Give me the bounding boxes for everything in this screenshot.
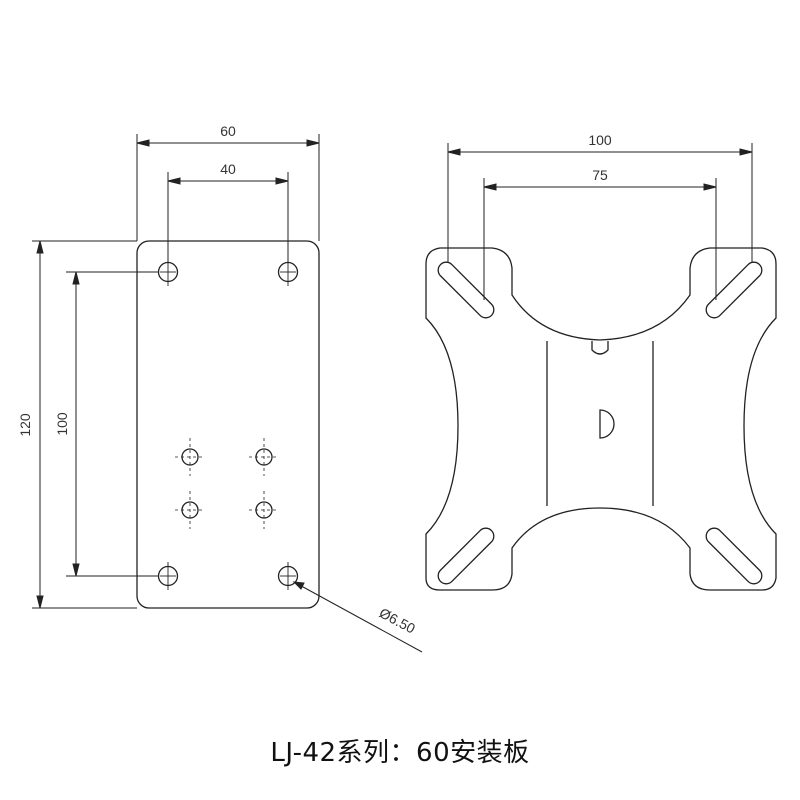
- label-inner-spacing: 75: [592, 167, 608, 183]
- left-plate-corner-holes: [157, 258, 299, 590]
- center-d-hole: [599, 409, 615, 439]
- label-overall-height: 120: [17, 413, 33, 437]
- slot-bottom-right: [705, 527, 763, 585]
- label-overall-width: 60: [220, 123, 236, 139]
- right-plate-outline: [425, 247, 777, 591]
- right-plate-slots: [437, 261, 763, 585]
- right-mounting-plate: [425, 143, 777, 591]
- label-hole-diameter: Ø6.50: [377, 605, 418, 637]
- label-hole-spacing-x: 40: [220, 161, 236, 177]
- label-hole-spacing-y: 100: [54, 412, 70, 436]
- drawing-caption: LJ-42系列：60安装板: [270, 738, 530, 768]
- dim-hole-diameter-leader: [292, 581, 423, 653]
- dim-outer-spacing: [447, 143, 753, 262]
- dim-inner-spacing: [483, 178, 717, 300]
- dim-overall-height: [32, 240, 137, 609]
- left-plate-inner-holes: [175, 438, 279, 529]
- slot-top-right: [705, 261, 763, 319]
- dim-hole-spacing-y: [66, 271, 158, 577]
- slot-top-left: [437, 261, 495, 319]
- left-mounting-plate: [32, 134, 423, 653]
- dim-overall-width: [136, 134, 320, 241]
- label-outer-spacing: 100: [588, 132, 612, 148]
- left-plate-outline: [136, 240, 320, 609]
- dim-hole-spacing-x: [167, 172, 289, 262]
- slot-bottom-left: [437, 527, 495, 585]
- top-notch: [591, 341, 609, 355]
